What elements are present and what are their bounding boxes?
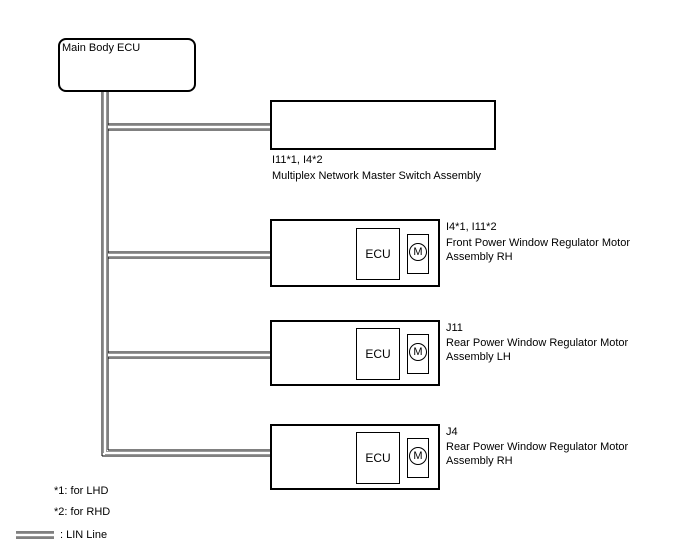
master-switch-box [270,100,496,150]
motor-ecu-2: ECU [356,328,400,380]
main-body-ecu-box [58,38,196,92]
motor-name-1b: Assembly RH [446,251,513,263]
main-body-ecu-label: Main Body ECU [62,42,141,54]
motor-icon-2: M [409,343,427,361]
motor-code-3: J4 [446,426,458,438]
motor-name-2a: Rear Power Window Regulator Motor [446,337,629,349]
motor-ecu-1: ECU [356,228,400,280]
legend-lin-line: : LIN Line [60,529,108,541]
motor-name-3b: Assembly RH [446,455,513,467]
motor-code-2: J11 [446,322,463,334]
motor-name-2b: Assembly LH [446,351,511,363]
motor-icon-3: M [409,447,427,465]
motor-ecu-3: ECU [356,432,400,484]
master-switch-code: I11*1, I4*2 [272,154,323,166]
motor-assembly-box-2 [270,320,440,386]
master-switch-name: Multiplex Network Master Switch Assembly [272,170,482,182]
motor-code-1: I4*1, I11*2 [446,221,497,233]
motor-name-1a: Front Power Window Regulator Motor [446,237,631,249]
motor-icon-1: M [409,243,427,261]
motor-name-3a: Rear Power Window Regulator Motor [446,441,629,453]
note-lhd: *1: for LHD [54,485,109,497]
note-rhd: *2: for RHD [54,506,111,518]
